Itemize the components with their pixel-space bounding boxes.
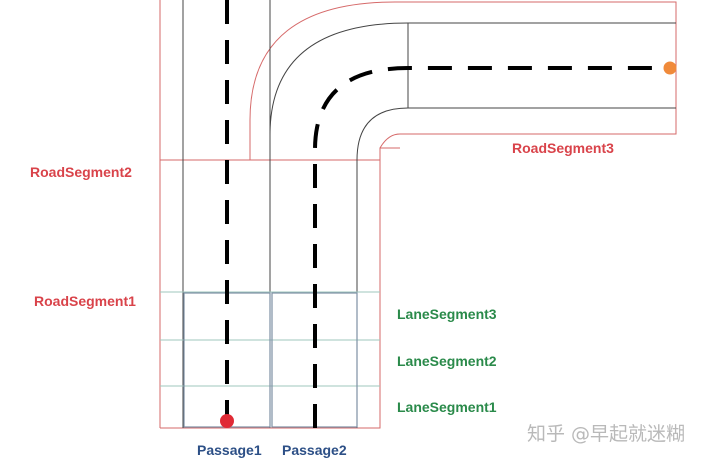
passage-1-label: Passage1 <box>197 442 262 458</box>
center-lines <box>225 0 668 428</box>
start-point <box>220 414 234 428</box>
end-point <box>663 61 677 75</box>
lane-segment-2-label: LaneSegment2 <box>397 353 497 369</box>
center-line-turn <box>313 66 668 428</box>
lane-curve-outer <box>269 22 676 160</box>
passage-2-label: Passage2 <box>282 442 347 458</box>
lane-segment-1-label: LaneSegment1 <box>397 399 497 415</box>
road-segment-1-label: RoadSegment1 <box>34 293 136 309</box>
road-segment-3-label: RoadSegment3 <box>512 140 614 156</box>
road-outline-corner <box>249 1 677 160</box>
passages <box>183 292 358 428</box>
road-segment-2-label: RoadSegment2 <box>30 164 132 180</box>
lane-segment-3-label: LaneSegment3 <box>397 306 497 322</box>
watermark: 知乎 @早起就迷糊 <box>527 423 685 445</box>
lane-curve-inner <box>356 107 676 161</box>
